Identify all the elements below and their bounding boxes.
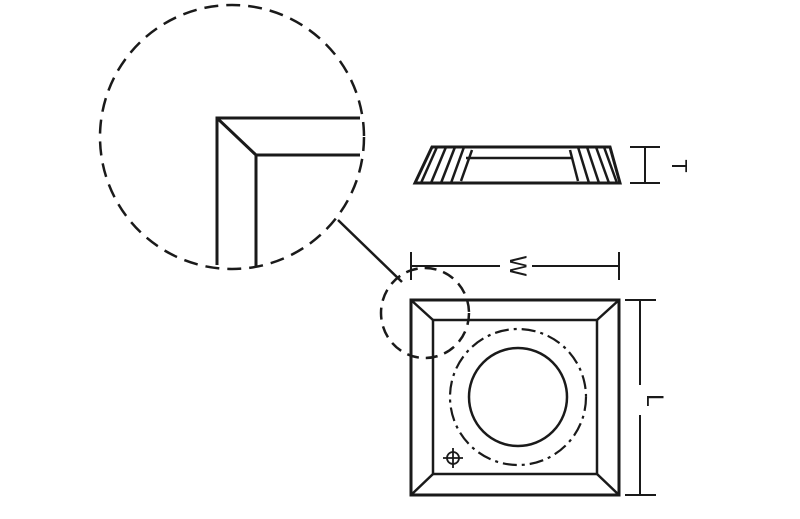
thickness-label: T bbox=[667, 159, 691, 173]
side-view-hatching-left bbox=[419, 146, 474, 184]
side-view-outline bbox=[412, 145, 622, 185]
inscribed-circle bbox=[448, 327, 588, 467]
top-view bbox=[379, 266, 621, 497]
thickness-dimension bbox=[630, 146, 660, 184]
crosshair-circle-icon bbox=[443, 448, 463, 468]
length-label: L bbox=[641, 394, 666, 407]
detail-view bbox=[98, 3, 403, 283]
insert-chamfer-lines bbox=[410, 299, 620, 496]
detail-corner-edges bbox=[215, 116, 360, 266]
width-dimension bbox=[410, 252, 620, 280]
insert-outer-edge bbox=[409, 298, 621, 497]
side-view-hatching-right bbox=[568, 146, 619, 184]
detail-leader-line bbox=[337, 219, 403, 283]
center-hole bbox=[467, 346, 569, 448]
detail-callout-circle bbox=[379, 266, 471, 360]
width-label: W bbox=[504, 255, 529, 277]
side-view bbox=[412, 145, 622, 185]
insert-inner-edge bbox=[431, 318, 599, 476]
length-dimension bbox=[625, 299, 656, 496]
detail-circle bbox=[98, 3, 366, 271]
